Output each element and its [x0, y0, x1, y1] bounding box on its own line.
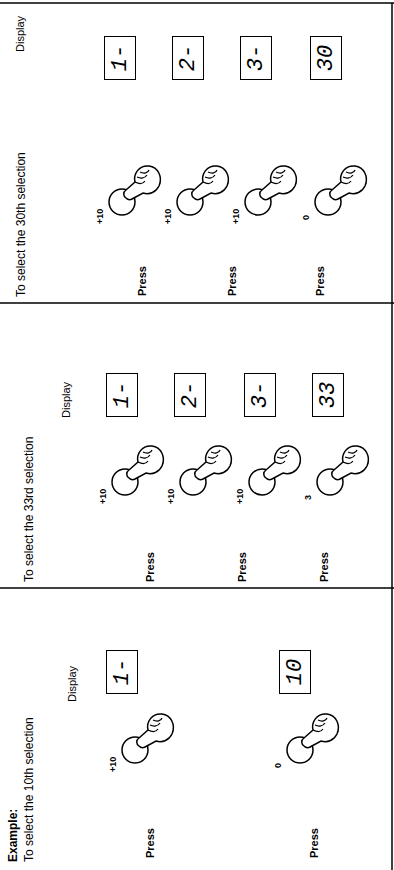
display-digits: 2-	[176, 45, 201, 71]
press-label: Press	[144, 552, 156, 582]
display-window: 3-	[244, 373, 276, 417]
display-digits: 33	[316, 382, 341, 408]
display-digits: 30	[314, 45, 339, 71]
press-label: Press	[318, 552, 330, 582]
display-label: Display	[14, 16, 26, 52]
display-label: Display	[60, 382, 72, 418]
panel-heading: To select the 33rd selection	[22, 437, 36, 582]
press-label: Press	[308, 828, 320, 858]
panel-heading: To select the 30th selection	[14, 152, 28, 297]
panel-heading: To select the 10th selection	[22, 717, 36, 862]
press-label: Press	[136, 266, 148, 296]
button-label: +10	[235, 489, 245, 504]
button-label: 0	[301, 215, 311, 220]
press-label: Press	[236, 552, 248, 582]
display-window: 3-	[240, 36, 272, 80]
display-label: Display	[66, 666, 78, 702]
display-window: 2-	[172, 36, 204, 80]
display-window: 30	[310, 36, 342, 80]
example-panel: Example:To select the 10th selection 1- 10	[0, 588, 394, 870]
display-window: 2-	[174, 373, 206, 417]
display-window: 33	[312, 373, 344, 417]
display-digits: 3-	[248, 382, 273, 408]
button-label: +10	[231, 209, 241, 224]
example-panel: To select the 30th selection 1- 2- 3- 30	[0, 3, 394, 303]
display-window: 1-	[104, 36, 136, 80]
frame-lines	[0, 3, 394, 870]
press-label: Press	[314, 266, 326, 296]
display-window: 10	[279, 650, 311, 694]
display-window: 1-	[106, 373, 138, 417]
display-digits: 1-	[110, 382, 135, 408]
display-digits: 1-	[108, 45, 133, 71]
button-label: +10	[166, 489, 176, 504]
press-label: Press	[144, 828, 156, 858]
display-digits: 2-	[178, 382, 203, 408]
display-digits: 1-	[110, 659, 135, 685]
button-label: +10	[163, 209, 173, 224]
button-label: 3	[303, 495, 313, 500]
example-panel: To select the 33rd selection 1- 2- 3- 33	[0, 303, 394, 588]
display-digits: 10	[283, 659, 308, 685]
panel-heading: Example:	[6, 809, 20, 862]
press-label: Press	[226, 266, 238, 296]
display-digits: 3-	[244, 45, 269, 71]
button-label: +10	[95, 209, 105, 224]
button-hands	[109, 166, 368, 763]
button-label: 0	[273, 763, 283, 768]
button-label: +10	[98, 489, 108, 504]
button-label: +10	[108, 757, 118, 772]
display-window: 1-	[106, 650, 138, 694]
